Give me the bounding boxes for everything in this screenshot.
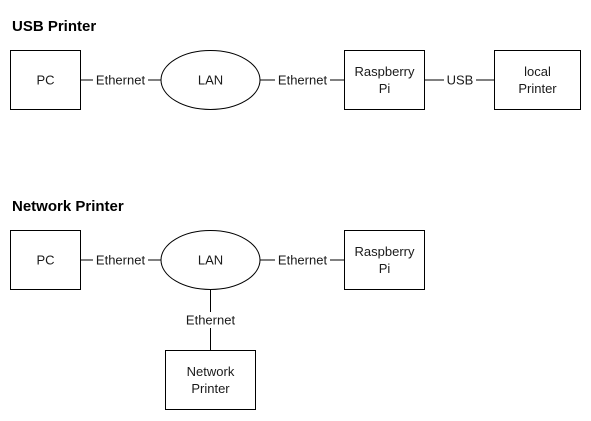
usb-raspberry-pi-label-line1: Raspberry [355,64,415,79]
net-raspberry-pi-label-line2: Pi [379,261,391,276]
usb-raspberry-pi-label-line2: Pi [379,81,391,96]
net-pc-label: PC [36,253,54,268]
usb-lan-label: LAN [198,73,223,88]
net-lan-node: LAN [160,230,261,290]
svg-text:Ethernet: Ethernet [96,253,146,268]
usb-edge-label-pc-lan: Ethernet [93,72,148,88]
svg-text:Ethernet: Ethernet [278,73,328,88]
net-network-printer-label-line1: Network [187,364,235,379]
svg-text:Ethernet: Ethernet [278,253,328,268]
net-raspberry-pi-label-line1: Raspberry [355,244,415,259]
usb-printer-section: USB Printer PC LAN Raspberry Pi [10,18,581,110]
usb-edge-label-lan-pi: Ethernet [275,72,330,88]
usb-raspberry-pi-box [344,50,425,110]
usb-pc-box [10,50,81,110]
net-network-printer-box [165,350,256,410]
usb-local-printer-label-line1: local [524,64,551,79]
usb-section-title: USB Printer [12,18,96,35]
net-edge-label-lan-printer: Ethernet [182,312,239,328]
net-network-printer-label-line2: Printer [191,381,230,396]
net-edge-label-lan-pi: Ethernet [275,252,330,268]
network-section-title: Network Printer [12,198,124,215]
svg-text:Ethernet: Ethernet [96,73,146,88]
usb-raspberry-pi-node: Raspberry Pi [344,50,425,110]
usb-lan-node: LAN [160,50,261,110]
net-pc-box [10,230,81,290]
usb-local-printer-box [494,50,581,110]
network-printer-section: Network Printer PC LAN Raspberry Pi [10,198,425,410]
net-raspberry-pi-node: Raspberry Pi [344,230,425,290]
net-edge-label-pc-lan: Ethernet [93,252,148,268]
usb-local-printer-label-line2: Printer [518,81,557,96]
net-pc-node: PC [10,230,81,290]
usb-pc-label: PC [36,73,54,88]
usb-lan-ellipse [160,50,261,110]
svg-text:USB: USB [447,73,474,88]
svg-text:Ethernet: Ethernet [186,313,236,328]
net-raspberry-pi-box [344,230,425,290]
net-lan-ellipse [160,230,261,290]
usb-local-printer-node: local Printer [494,50,581,110]
net-network-printer-node: Network Printer [165,350,256,410]
usb-pc-node: PC [10,50,81,110]
net-lan-label: LAN [198,253,223,268]
usb-edge-label-pi-printer: USB [444,72,476,88]
